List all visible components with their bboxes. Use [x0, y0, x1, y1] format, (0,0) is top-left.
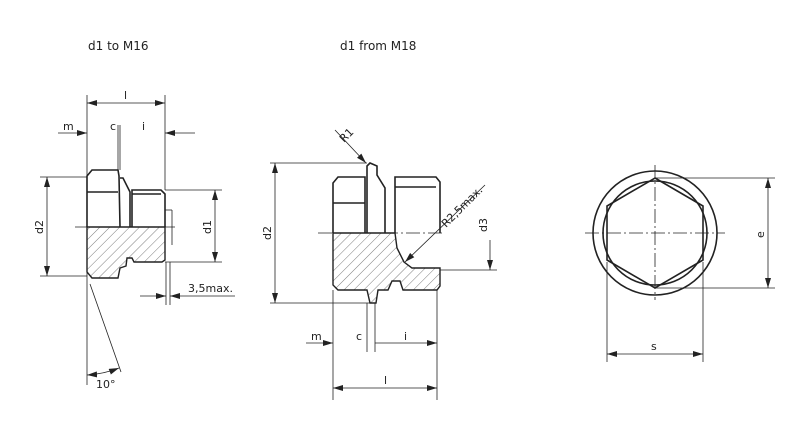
label-i-large: i	[404, 330, 407, 343]
section-hatch	[86, 226, 166, 279]
label-d1: d1	[201, 220, 214, 234]
label-e: e	[754, 231, 767, 238]
label-m: m	[63, 120, 74, 133]
label-l: l	[124, 89, 127, 102]
view-end: e s	[585, 165, 775, 362]
label-l-large: l	[384, 374, 387, 387]
dim-angle	[86, 367, 120, 378]
view-title-large: d1 from M18	[340, 39, 416, 53]
angle-line	[89, 283, 122, 373]
plug-outline-upper-large	[332, 162, 441, 233]
view-large: d1 from M18 d2 d3 R1 R2,5max. m c i l	[261, 39, 497, 400]
label-groove: 3,5max.	[188, 282, 233, 295]
label-d2-large: d2	[261, 226, 274, 240]
label-s: s	[651, 340, 657, 353]
label-d3: d3	[477, 218, 490, 232]
leader-r25	[404, 184, 486, 263]
label-i: i	[142, 120, 145, 133]
label-c-large: c	[356, 330, 362, 343]
view-small: d1 to M16 l m c i d2 d1 3,5max. 1	[33, 39, 235, 391]
view-title-small: d1 to M16	[88, 39, 149, 53]
label-c: c	[110, 120, 116, 133]
label-d2: d2	[33, 220, 46, 234]
leader-r1	[334, 129, 367, 164]
label-angle: 10°	[96, 378, 116, 391]
label-r1: R1	[337, 126, 357, 146]
label-m-large: m	[311, 330, 322, 343]
section-hatch	[332, 232, 441, 304]
plug-outline-upper	[86, 169, 166, 228]
